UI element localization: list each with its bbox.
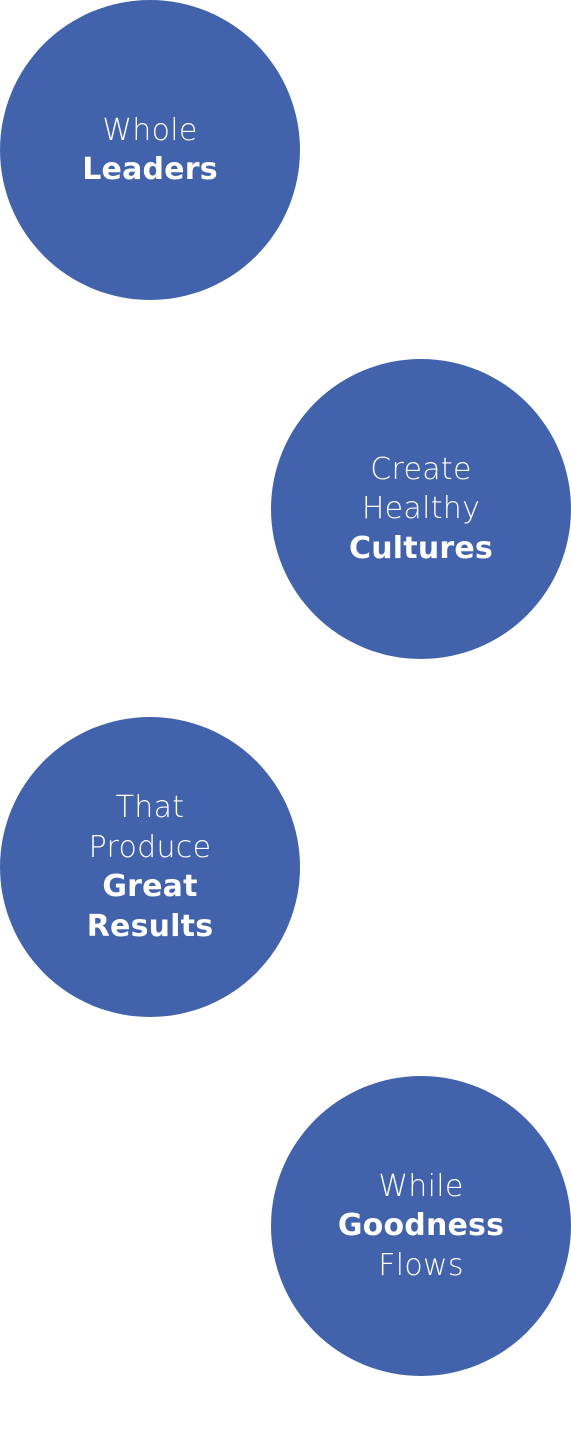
circle-4-line-3: Flows — [378, 1247, 464, 1283]
circle-1-line-2: Leaders — [82, 152, 218, 187]
circle-4-line-1: While — [378, 1168, 464, 1204]
circle-4-line-2: Goodness — [337, 1208, 505, 1244]
whole-leaders-circle: Whole Leaders — [0, 0, 300, 300]
circle-3-line-4: Results — [86, 908, 214, 944]
circle-1-line-1: Whole — [102, 112, 198, 148]
circle-3-line-3: Great — [102, 869, 198, 904]
goodness-flows-circle: While Goodness Flows — [271, 1076, 571, 1376]
create-healthy-cultures-circle: Create Healthy Cultures — [271, 359, 571, 659]
circle-2-line-1: Create — [370, 451, 472, 487]
circle-3-line-2: Produce — [88, 829, 212, 865]
circle-3-line-1: That — [115, 790, 185, 825]
circle-2-line-3: Cultures — [349, 530, 493, 566]
produce-great-results-circle: That Produce Great Results — [0, 717, 300, 1017]
circle-2-line-2: Healthy — [361, 491, 481, 527]
